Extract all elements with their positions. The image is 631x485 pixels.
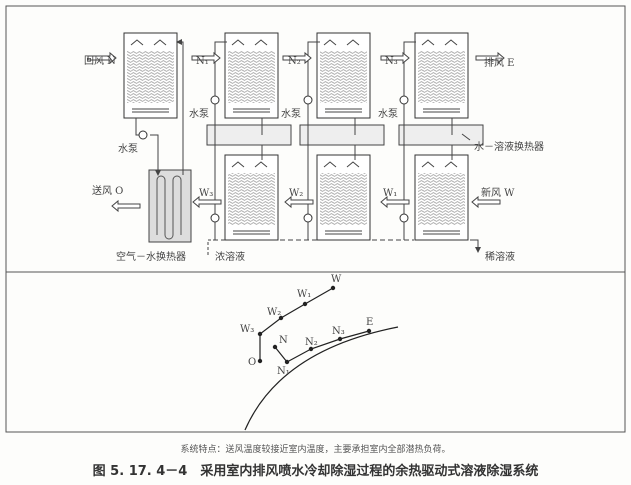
spray-tower <box>414 154 469 241</box>
label-n2: N₂ <box>288 56 301 67</box>
label-weak-solution: 稀溶液 <box>485 250 515 263</box>
spray-tower <box>414 32 469 119</box>
label-water-solution-hx: 水－溶液换热器 <box>474 140 544 153</box>
water-solution-hx-1 <box>206 124 292 146</box>
label-w1: W₁ <box>383 188 397 199</box>
exhaust-air-process-line <box>274 330 370 363</box>
spray-tower <box>316 32 371 119</box>
label-strong-solution: 浓溶液 <box>215 250 245 263</box>
spray-tower <box>316 154 371 241</box>
lower-frame <box>5 271 626 433</box>
state-point-label: W₃ <box>240 324 254 335</box>
state-point <box>272 344 278 350</box>
label-w3: W₃ <box>199 188 213 199</box>
state-point <box>330 285 336 291</box>
label-w2: W₂ <box>289 188 303 199</box>
state-point-label: N₃ <box>332 326 345 337</box>
label-pump: 水泵 <box>189 108 209 120</box>
state-point-label: W <box>331 274 342 285</box>
state-point-label: N₂ <box>305 337 318 348</box>
state-point <box>308 346 314 352</box>
water-solution-hx-2 <box>299 124 385 146</box>
system-note: 系统特点：送风温度较接近室内温度，主要承担室内全部潜热负荷。 <box>180 445 451 455</box>
label-n1: N₁ <box>196 56 209 67</box>
state-point-label: W₁ <box>297 289 311 300</box>
label-supply: 送风 O <box>92 184 123 197</box>
spray-tower <box>123 32 178 119</box>
hx-coil <box>156 175 182 240</box>
state-point <box>284 359 290 365</box>
state-point-label: E <box>366 317 373 328</box>
label-air-water-hx: 空气－水换热器 <box>116 250 186 263</box>
label-fresh: 新风 W <box>481 186 515 199</box>
saturation-curve <box>244 326 399 431</box>
label-exhaust: 排风 E <box>484 56 514 69</box>
state-point <box>257 358 263 364</box>
spray-tower <box>224 32 279 119</box>
label-pump: 水泵 <box>281 108 301 120</box>
label-n3: N₃ <box>385 56 398 67</box>
spray-towers <box>123 32 469 241</box>
state-point-label: O <box>248 357 256 368</box>
water-solution-hx-3 <box>398 124 484 146</box>
label-pump: 水泵 <box>118 143 138 155</box>
state-point-label: W₂ <box>267 307 281 318</box>
state-point <box>337 336 343 342</box>
spray-tower <box>224 154 279 241</box>
label-return-air: 回风 N <box>84 55 116 67</box>
state-point <box>257 331 263 337</box>
state-point <box>278 315 284 321</box>
air-water-hx <box>148 169 192 243</box>
state-point <box>302 301 308 307</box>
figure-caption: 图 5. 17. 4－4 采用室内排风喷水冷却除湿过程的余热驱动式溶液除湿系统 <box>92 464 539 479</box>
state-point-label: N₁ <box>277 366 290 377</box>
state-point-label: N <box>279 335 288 346</box>
state-point <box>366 328 372 334</box>
label-pump: 水泵 <box>378 108 398 120</box>
